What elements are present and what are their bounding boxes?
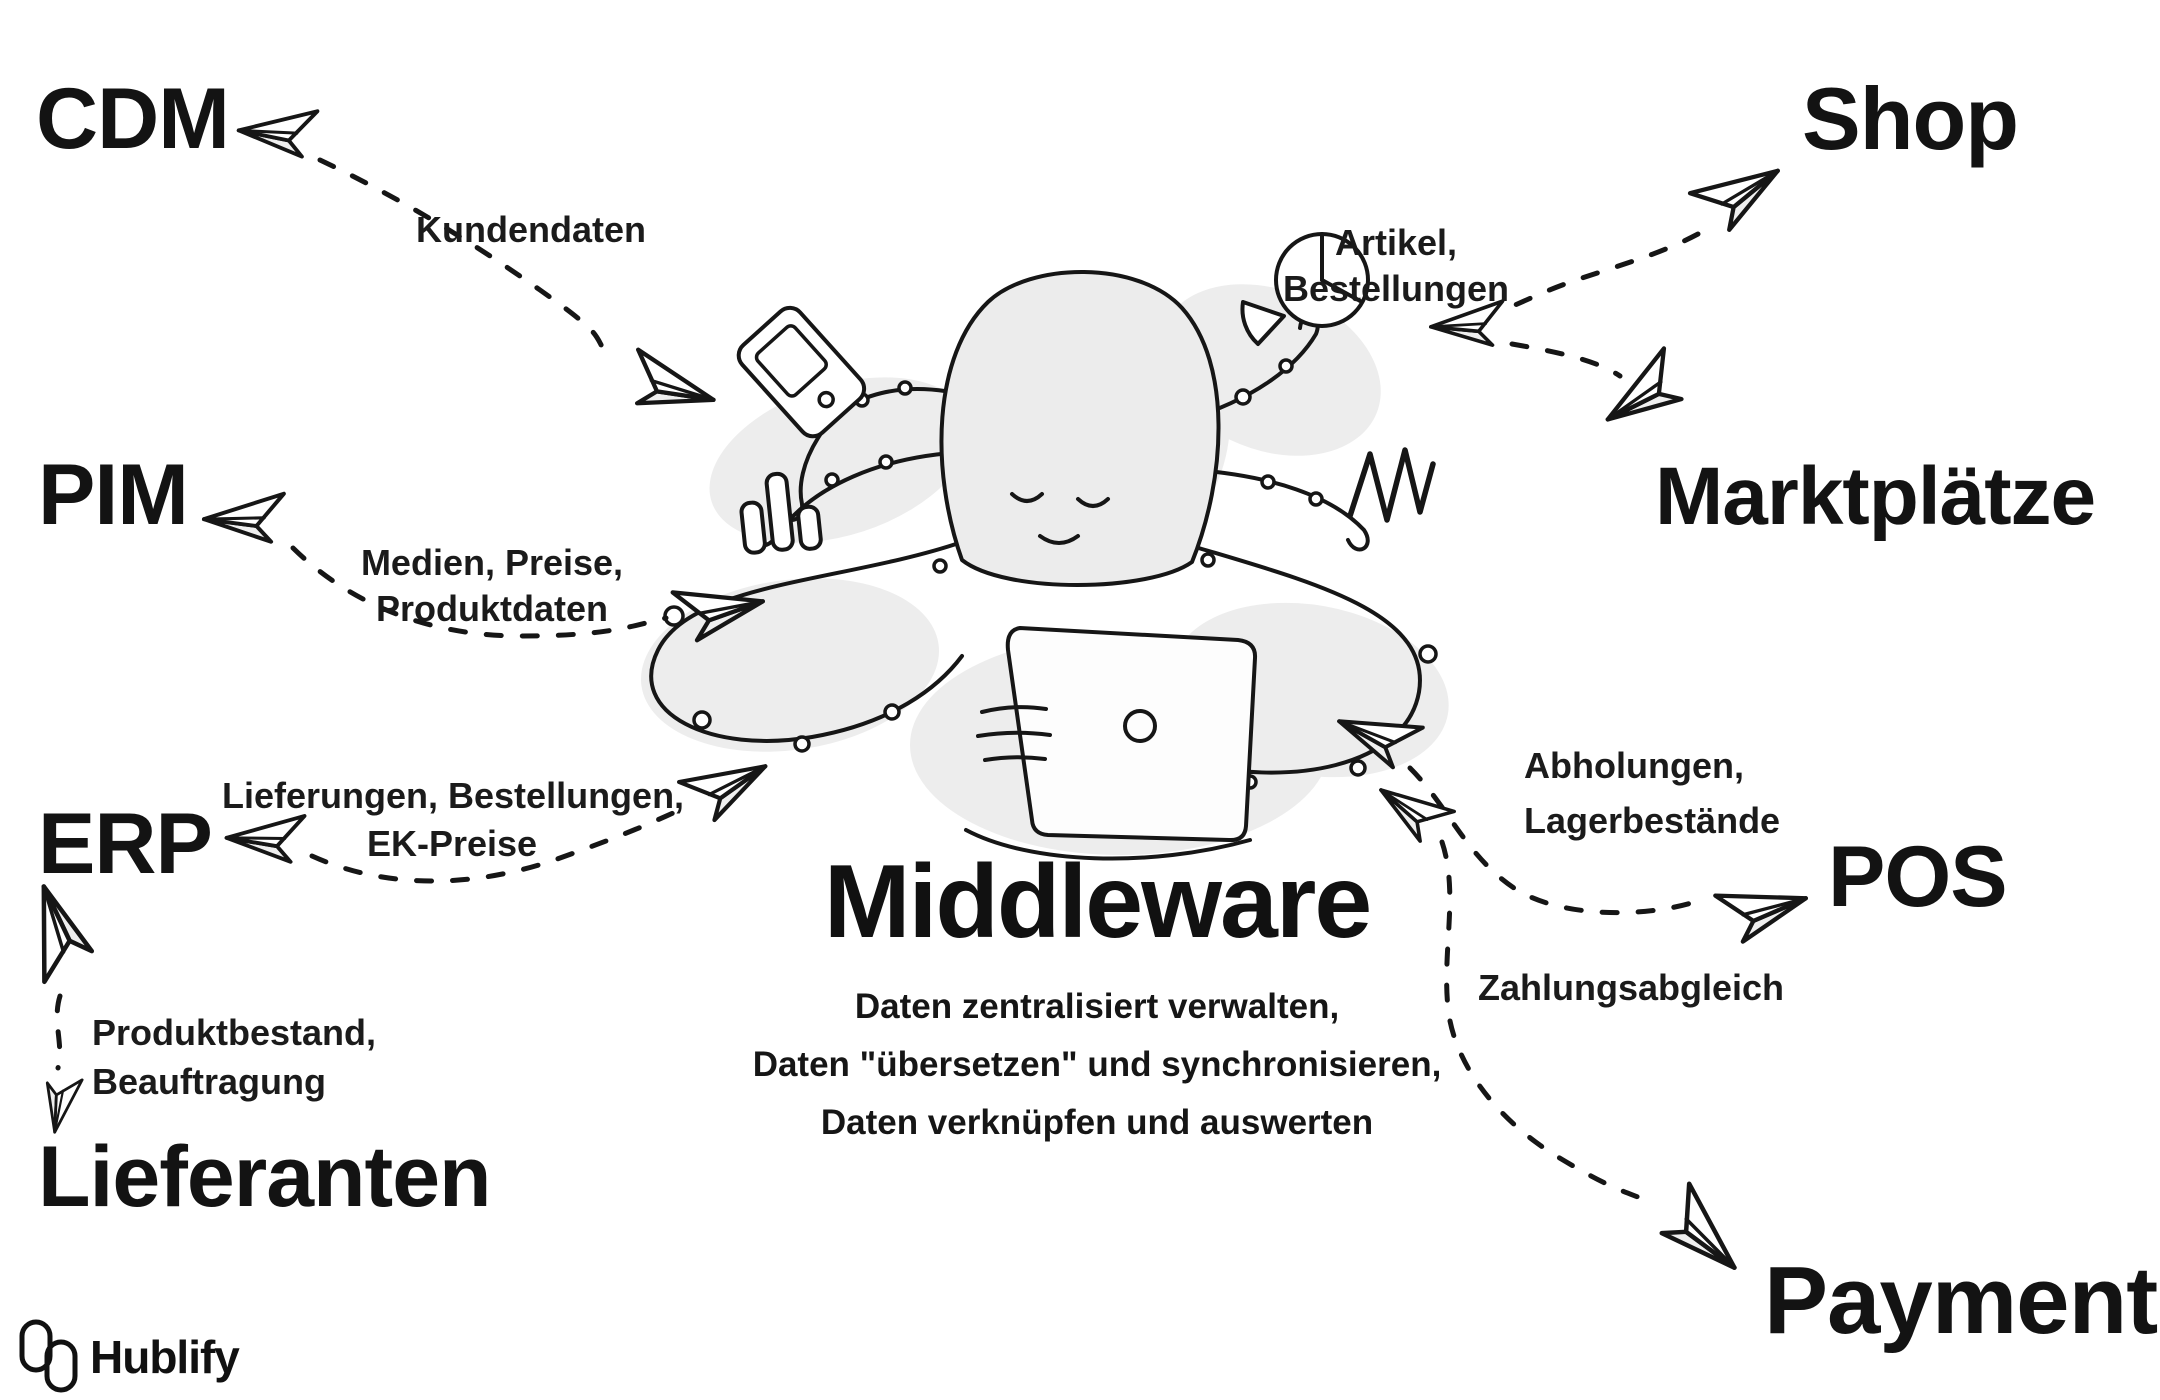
label-line: Lieferungen, Bestellungen,: [222, 775, 685, 816]
label-line: Kundendaten: [416, 209, 646, 250]
subtitle-line: Daten zentralisiert verwalten,: [854, 987, 1340, 1026]
node-title-erp: ERP: [38, 796, 213, 892]
label-line: EK-Preise: [366, 823, 538, 864]
paper-plane-icon: [1690, 157, 1792, 238]
paper-plane-icon: [1366, 776, 1456, 851]
flow-label-shop-marktplaetze: Artikel, Bestellungen: [1268, 220, 1524, 312]
node-title-pos: POS: [1828, 829, 2008, 925]
label-line: Bestellungen: [1282, 268, 1510, 309]
paper-plane-icon: [1715, 883, 1810, 944]
node-title-shop: Shop: [1802, 69, 2019, 168]
data-flow-line: [317, 157, 611, 359]
paper-plane-icon: [32, 1068, 84, 1137]
node-title-lieferanten: Lieferanten: [38, 1129, 492, 1225]
paper-plane-icon: [28, 880, 96, 982]
data-flow-line: [54, 993, 63, 1071]
paper-plane-icon: [200, 491, 293, 553]
paper-plane-icon: [679, 752, 777, 827]
node-title-payment: Payment: [1764, 1247, 2158, 1354]
label-line: Artikel,: [1334, 222, 1458, 263]
node-title-cdm: CDM: [36, 71, 230, 167]
paper-plane-icon: [618, 350, 720, 431]
zigzag-chart-icon: [1347, 447, 1436, 523]
pie-chart-icon: [1240, 232, 1370, 346]
bar-chart-icon: [739, 471, 823, 555]
smartphone-icon: [736, 305, 867, 439]
label-line: Abholungen,: [1524, 745, 1744, 786]
node-title-pim: PIM: [38, 447, 189, 543]
label-line: Produktdaten: [375, 588, 608, 629]
flow-label-pos: Abholungen, Lagerbestände: [1524, 738, 1780, 848]
flow-label-lieferanten: Produktbestand, Beauftragung: [92, 1008, 376, 1106]
label-line: Produktbestand,: [92, 1012, 377, 1053]
paper-plane-icon: [235, 109, 323, 163]
paper-plane-icon: [1598, 348, 1697, 444]
subtitle-line: Daten "übersetzen" und synchronisieren,: [752, 1045, 1442, 1084]
middleware-subtitle: Daten zentralisiert verwalten, Daten "üb…: [747, 978, 1447, 1152]
label-line: Beauftragung: [92, 1061, 326, 1102]
hublify-logo-icon: [19, 1319, 78, 1393]
brand-name: Hublify: [90, 1331, 240, 1383]
node-title-marktplaetze: Marktplätze: [1655, 451, 2096, 542]
label-line: Zahlungsabgleich: [1478, 967, 1785, 1008]
data-flow-line: [1501, 231, 1701, 315]
data-flow-line: [1509, 341, 1623, 379]
label-line: Medien, Preise,: [360, 542, 624, 583]
flow-label-cdm: Kundendaten: [416, 206, 646, 254]
flow-label-payment: Zahlungsabgleich: [1478, 964, 1784, 1012]
flow-label-erp: Lieferungen, Bestellungen, EK-Preise: [222, 772, 685, 868]
octopus-illustration: [649, 232, 1438, 861]
laptop-icon: [964, 626, 1258, 861]
middleware-title: Middleware: [823, 844, 1372, 960]
data-flow-line: [1439, 839, 1653, 1205]
paper-plane-icon: [1648, 1184, 1747, 1290]
data-flow-line: [309, 807, 683, 884]
flow-label-pim: Medien, Preise, Produktdaten: [357, 540, 627, 632]
label-line: Lagerbestände: [1524, 800, 1781, 841]
data-flow-line: [290, 545, 669, 639]
subtitle-line: Daten verknüpfen und auswerten: [820, 1103, 1374, 1142]
